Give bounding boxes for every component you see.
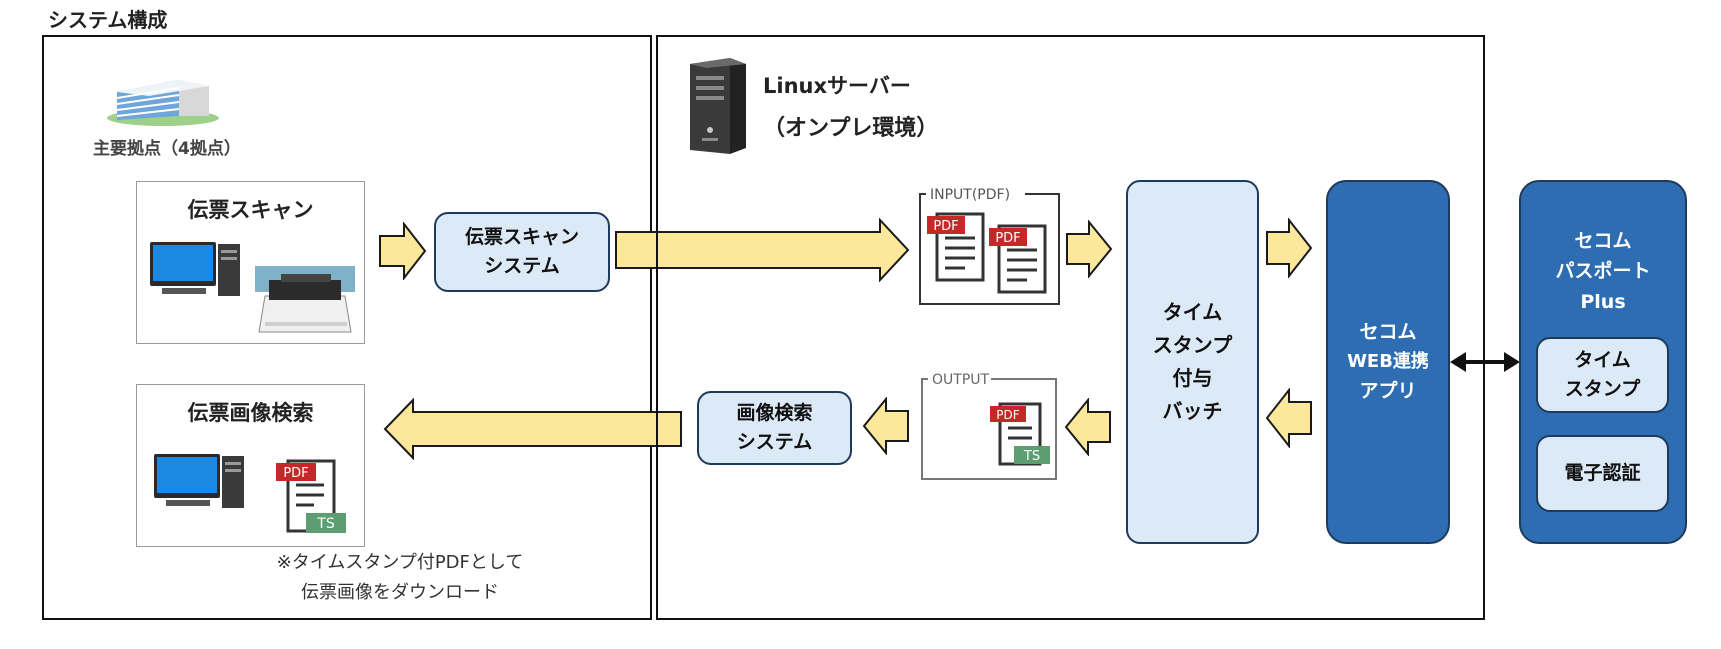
pdf-badge-label: PDF	[933, 219, 958, 234]
pdf-document-icon: PDF	[989, 224, 1047, 294]
timestamp-batch-box: タイム スタンプ 付与 バッチ	[1126, 180, 1259, 544]
download-note: ※タイムスタンプ付PDFとして 伝票画像をダウンロード	[250, 548, 550, 607]
batch-line2: スタンプ	[1152, 333, 1233, 357]
batch-line3: 付与	[1172, 366, 1213, 390]
search-system-line1: 画像検索	[736, 401, 813, 424]
passport-cert-label: 電子認証	[1564, 461, 1641, 484]
app-line2: WEB連携	[1347, 350, 1429, 372]
desktop-pc-icon	[150, 242, 240, 296]
pdf-badge-label: PDF	[995, 231, 1020, 246]
scan-frame-title: 伝票スキャン	[187, 198, 314, 222]
server-panel	[656, 35, 1485, 620]
input-folder-top-right	[1025, 193, 1060, 195]
pdf-badge-label: PDF	[283, 466, 308, 481]
pdf-document-icon: PDF	[927, 212, 985, 282]
double-arrow-app-passport	[1450, 352, 1520, 372]
timestamped-pdf-icon: PDF TS	[276, 459, 346, 533]
site-panel	[42, 35, 652, 620]
passport-timestamp-box: タイム スタンプ	[1536, 337, 1669, 413]
passport-title-line3: Plus	[1580, 290, 1626, 313]
arrow-app-to-batch	[1265, 388, 1312, 448]
output-folder-label: OUTPUT	[930, 372, 992, 388]
image-search-system-box: 画像検索 システム	[697, 391, 852, 465]
passport-title: セコム パスポート Plus	[1521, 226, 1685, 317]
arrow-scan-to-input	[615, 218, 910, 282]
passport-title-line1: セコム	[1574, 230, 1632, 252]
output-folder-top-right	[990, 378, 1057, 380]
secom-web-app-box: セコム WEB連携 アプリ	[1326, 180, 1450, 544]
search-frame-title: 伝票画像検索	[187, 401, 314, 425]
ts-badge-label: TS	[316, 516, 335, 532]
input-folder-label: INPUT(PDF)	[928, 187, 1013, 203]
arrow-batch-to-output	[1064, 398, 1111, 456]
arrow-input-to-batch	[1066, 220, 1113, 278]
ts-badge-label: TS	[1023, 449, 1040, 464]
arrow-scan-to-system	[379, 222, 427, 280]
server-tower-icon	[690, 58, 746, 154]
search-system-line2: システム	[736, 431, 813, 453]
arrow-output-to-search	[862, 397, 909, 455]
desktop-pc-icon	[154, 454, 244, 508]
arrow-search-to-frame	[383, 398, 682, 460]
scan-system-box: 伝票スキャン システム	[434, 212, 610, 292]
passport-timestamp-line2: スタンプ	[1564, 378, 1641, 400]
passport-timestamp-line1: タイム	[1574, 348, 1631, 371]
document-scanner-icon	[255, 266, 355, 333]
office-building-icon	[107, 80, 219, 126]
passport-cert-box: 電子認証	[1536, 435, 1669, 512]
site-label: 主要拠点（4拠点）	[93, 139, 241, 159]
input-folder-top-left	[919, 193, 926, 195]
download-note-line1: ※タイムスタンプ付PDFとして	[276, 552, 524, 573]
server-title-line2: （オンプレ環境）	[763, 116, 939, 141]
diagram-title: システム構成	[48, 8, 168, 32]
pdf-badge-label: PDF	[996, 408, 1019, 422]
app-line1: セコム	[1359, 321, 1417, 344]
scan-system-line2: システム	[484, 255, 560, 277]
timestamped-pdf-icon: PDF TS	[990, 402, 1050, 466]
server-title-line1: Linuxサーバー	[763, 74, 911, 98]
app-line3: アプリ	[1359, 380, 1417, 403]
download-note-line2: 伝票画像をダウンロード	[301, 581, 499, 603]
passport-title-line2: パスポート	[1555, 260, 1651, 283]
scan-system-line1: 伝票スキャン	[464, 225, 579, 248]
batch-line1: タイム	[1162, 300, 1223, 324]
arrow-batch-to-app	[1266, 218, 1313, 278]
batch-line4: バッチ	[1162, 399, 1223, 423]
output-folder-top-left	[921, 378, 928, 380]
